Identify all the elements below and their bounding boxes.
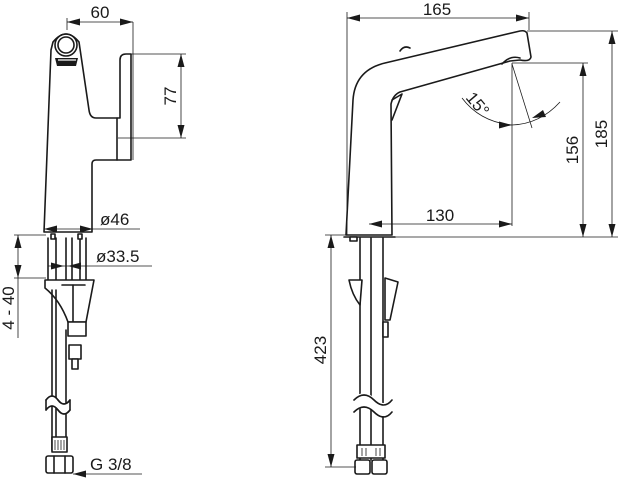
dim-top-width: 60 — [66, 3, 134, 160]
side-view: 165 185 156 130 — [311, 0, 618, 475]
dim-base-diameter: ø46 — [44, 210, 140, 233]
label-top-width: 60 — [91, 3, 110, 22]
label-outlet-height: 156 — [563, 136, 582, 164]
label-spout-angle: 15° — [462, 88, 493, 120]
label-lever-height: 77 — [161, 87, 180, 106]
dim-deck-thickness: 4 - 40 — [0, 234, 46, 338]
dim-hose-length: 423 — [311, 234, 356, 468]
label-deck-thickness: 4 - 40 — [0, 286, 18, 329]
nozzle-ring-outer — [54, 33, 78, 57]
front-view: 60 77 ø46 ø33.5 — [0, 3, 186, 478]
label-total-reach: 165 — [423, 0, 451, 19]
dim-outlet-height: 156 — [512, 62, 588, 237]
label-shank-diameter: ø33.5 — [96, 247, 139, 266]
label-total-height: 185 — [592, 120, 611, 148]
dim-shank-diameter: ø33.5 — [48, 247, 152, 270]
front-body-outline — [43, 33, 132, 233]
label-hose-length: 423 — [311, 336, 330, 364]
nozzle-ring-inner — [57, 36, 75, 54]
dim-spout-angle: 15° — [461, 63, 561, 129]
dim-total-height: 185 — [395, 30, 618, 238]
label-connection: G 3/8 — [90, 455, 132, 474]
label-spout-reach: 130 — [426, 206, 454, 225]
dim-lever-height: 77 — [118, 53, 186, 139]
dim-connection: G 3/8 — [73, 455, 142, 478]
hose-nut — [45, 455, 74, 474]
side-body-outline — [345, 29, 532, 236]
label-base-diameter: ø46 — [100, 210, 129, 229]
dim-spout-reach: 130 — [369, 63, 513, 228]
nozzle-aerator — [55, 58, 78, 66]
dim-total-reach: 165 — [346, 0, 530, 235]
